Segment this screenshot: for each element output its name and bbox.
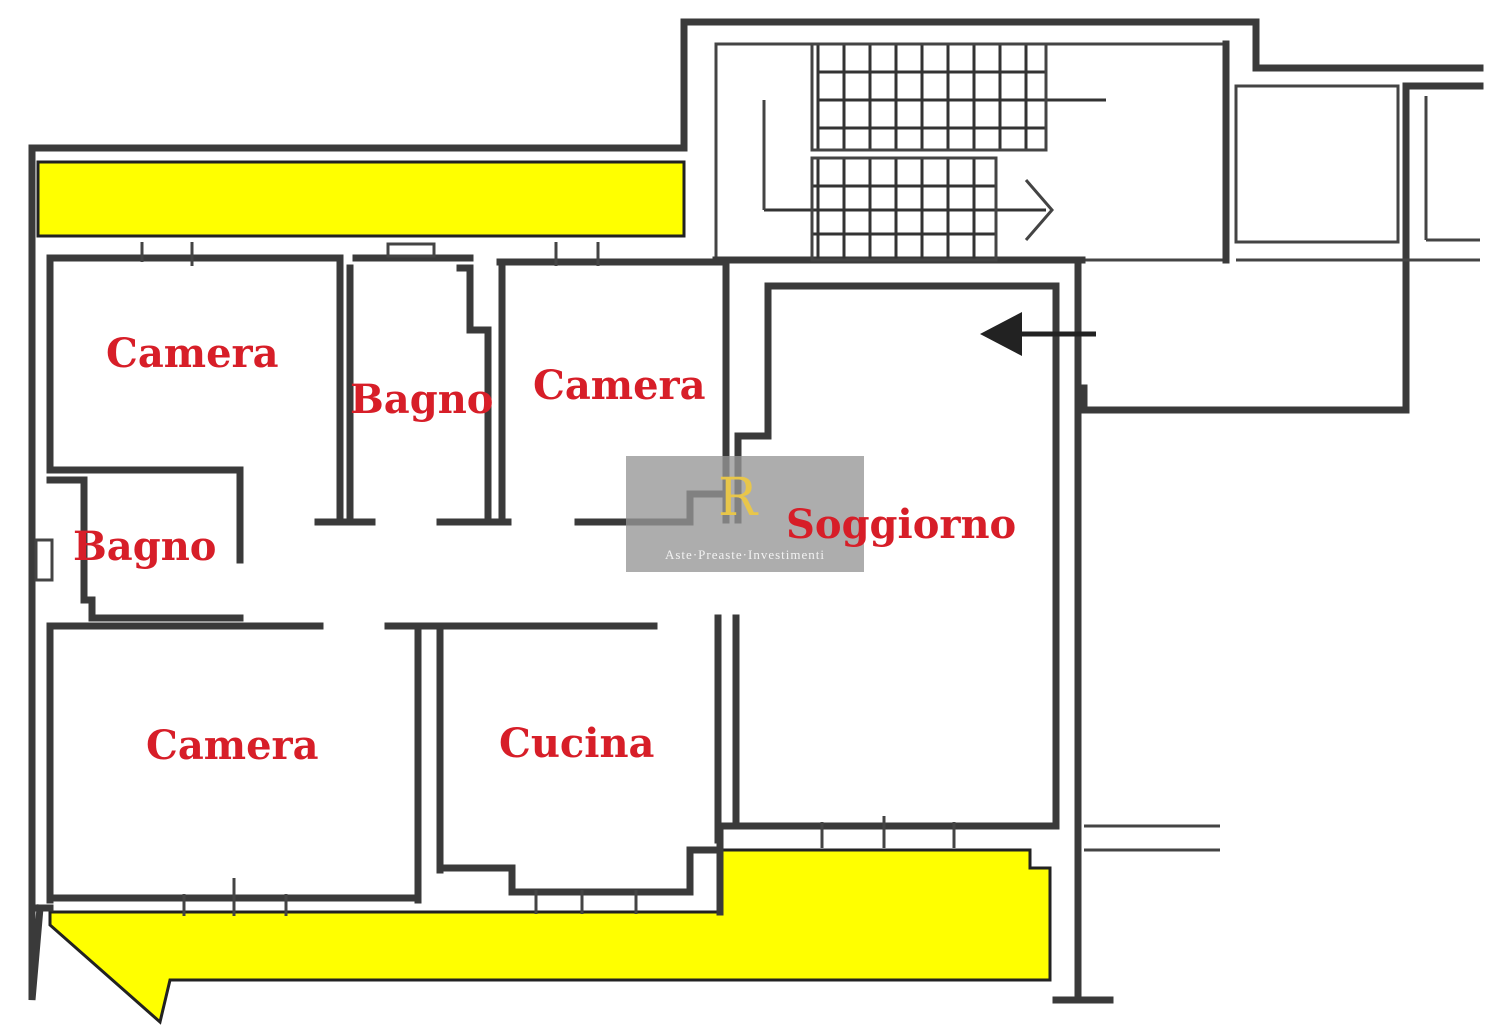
room-label-cucina: Cucina: [499, 720, 655, 767]
room-label-camera-bottom-left: Camera: [146, 722, 319, 769]
balcony-top: [36, 160, 686, 238]
room-label-camera-top-middle: Camera: [533, 362, 706, 409]
entrance-arrow-icon: [980, 312, 1096, 356]
stair-treads-lower: [762, 100, 1054, 262]
room-label-bagno-left: Bagno: [73, 523, 217, 570]
window: [34, 538, 54, 582]
wall-segment: [456, 264, 492, 524]
room-label-bagno-top: Bagno: [350, 376, 494, 423]
wall-segment: [46, 466, 244, 564]
wall-segment: [1074, 82, 1484, 414]
watermark-tagline: Aste·Preaste·Investimenti: [664, 547, 825, 562]
outer-wall-right: [716, 282, 1060, 916]
balcony-bottom: [48, 848, 1052, 1025]
neighbor-room: [1234, 84, 1400, 244]
wall-segment: [680, 18, 1484, 152]
wall-segment: [436, 846, 724, 896]
room-label-soggiorno: Soggiorno: [786, 501, 1017, 548]
outer-wall-left: [28, 144, 688, 1001]
window-marks: [140, 242, 956, 916]
stairwell: [714, 42, 1228, 262]
room-label-camera-top-left: Camera: [106, 330, 279, 377]
watermark-logo: R Aste·Preaste·Investimenti: [626, 456, 864, 572]
logo-mark-icon: R: [718, 468, 758, 528]
wall-segment: [46, 476, 244, 622]
stair-treads-upper: [810, 42, 1106, 152]
